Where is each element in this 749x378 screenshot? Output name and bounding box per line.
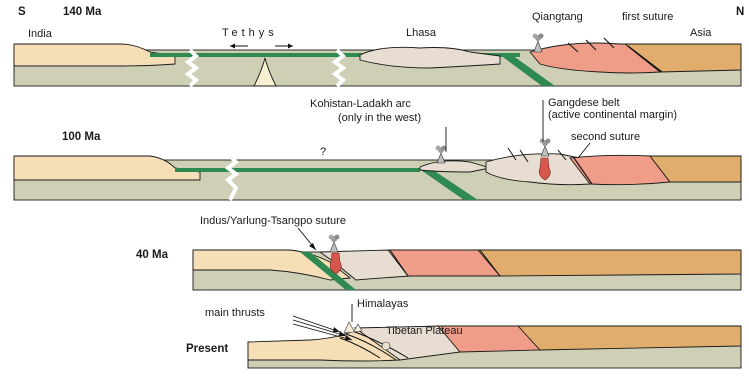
panel-140ma: S 140 Ma India Tethys Lhasa Qiangtang fi… [14,6,744,86]
orientation-north: N [736,6,744,18]
label-tibetan-plateau: Tibetan Plateau [386,325,463,337]
age-present: Present [186,343,228,355]
label-gangdese-line1: Gangdese belt [548,97,620,109]
label-unknown: ? [320,146,326,158]
arrow-head-indus [309,243,316,250]
panel-40ma: 40 Ma Indus/Yarlung-Tsangpo suture [136,215,741,290]
label-india: India [28,28,53,40]
spreading-arrows [230,44,293,49]
magma-remnant [382,342,390,350]
leader-second-suture [578,143,590,158]
label-lhasa-140: Lhasa [406,27,437,39]
label-kohistan-line2: (only in the west) [338,112,421,124]
volcano-icon [329,235,340,252]
label-main-thrusts: main thrusts [205,307,265,319]
orientation-south: S [18,6,26,18]
label-himalayas: Himalayas [357,298,409,310]
panel-present: Present main thrusts Himalayas Tibetan P… [186,298,741,368]
asia-block-present [518,326,741,350]
asia-block-40 [478,250,741,276]
label-tethys: Tethys [222,27,278,39]
label-kohistan-line1: Kohistan-Ladakh arc [310,98,411,110]
label-first-suture: first suture [622,11,673,23]
himalaya-peaks [344,322,362,333]
label-indus-suture: Indus/Yarlung-Tsangpo suture [200,215,346,227]
label-second-suture: second suture [571,131,640,143]
label-qiangtang: Qiangtang [532,11,583,23]
age-40: 40 Ma [136,249,169,261]
label-asia: Asia [690,27,712,39]
age-140: 140 Ma [63,6,102,18]
label-gangdese-line2: (active continental margin) [548,109,677,121]
age-100: 100 Ma [62,131,101,143]
tethys-crust-100 [175,168,420,172]
panel-100ma: 100 Ma ? Kohistan-Ladakh arc (only in th… [14,97,741,200]
